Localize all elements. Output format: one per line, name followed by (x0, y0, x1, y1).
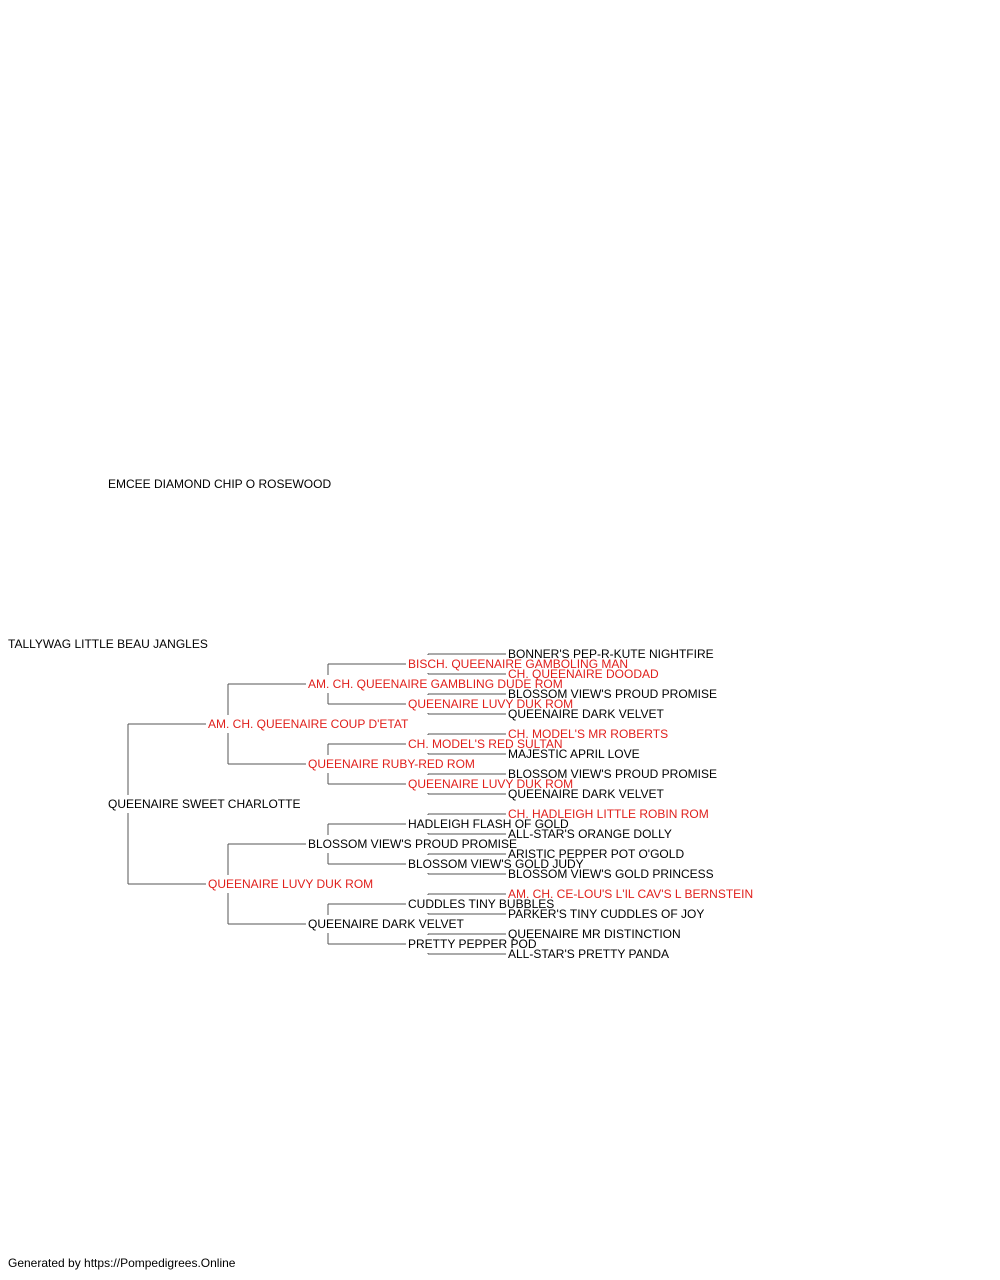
ancestor-name[interactable]: ALL-STAR'S PRETTY PANDA (508, 947, 669, 961)
subject-name[interactable]: TALLYWAG LITTLE BEAU JANGLES (8, 637, 208, 651)
ancestor-name[interactable]: QUEENAIRE LUVY DUK ROM (408, 777, 573, 791)
ancestor-name[interactable]: CH. MODEL'S MR ROBERTS (508, 727, 668, 741)
ancestor-name[interactable]: CH. QUEENAIRE DOODAD (508, 667, 659, 681)
ancestor-name[interactable]: QUEENAIRE DARK VELVET (308, 917, 464, 931)
ancestor-name[interactable]: QUEENAIRE DARK VELVET (508, 787, 664, 801)
ancestor-name[interactable]: CH. HADLEIGH LITTLE ROBIN ROM (508, 807, 709, 821)
ancestor-name[interactable]: QUEENAIRE SWEET CHARLOTTE (108, 797, 300, 811)
ancestor-name[interactable]: ARISTIC PEPPER POT O'GOLD (508, 847, 684, 861)
ancestor-name[interactable]: AM. CH. QUEENAIRE COUP D'ETAT (208, 717, 409, 731)
ancestor-name[interactable]: CH. MODEL'S RED SULTAN (408, 737, 563, 751)
ancestor-name[interactable]: QUEENAIRE MR DISTINCTION (508, 927, 681, 941)
ancestor-name[interactable]: QUEENAIRE LUVY DUK ROM (208, 877, 373, 891)
ancestor-name[interactable]: AM. CH. CE-LOU'S L'IL CAV'S L BERNSTEIN (508, 887, 753, 901)
ancestor-name[interactable]: BLOSSOM VIEW'S PROUD PROMISE (308, 837, 517, 851)
ancestor-name[interactable]: MAJESTIC APRIL LOVE (508, 747, 640, 761)
ancestor-name[interactable]: BISCH. QUEENAIRE GAMBOLING MAN (408, 657, 628, 671)
generated-by-footer: Generated by https://Pompedigrees.Online (8, 1256, 236, 1270)
ancestor-name[interactable]: PARKER'S TINY CUDDLES OF JOY (508, 907, 704, 921)
ancestor-name[interactable]: PRETTY PEPPER POD (408, 937, 537, 951)
ancestor-name[interactable]: QUEENAIRE RUBY-RED ROM (308, 757, 475, 771)
ancestor-name[interactable]: AM. CH. QUEENAIRE GAMBLING DUDE ROM (308, 677, 563, 691)
ancestor-name[interactable]: CUDDLES TINY BUBBLES (408, 897, 554, 911)
ancestor-name[interactable]: BLOSSOM VIEW'S GOLD PRINCESS (508, 867, 714, 881)
ancestor-name[interactable]: HADLEIGH FLASH OF GOLD (408, 817, 569, 831)
ancestor-name[interactable]: BLOSSOM VIEW'S PROUD PROMISE (508, 767, 717, 781)
ancestor-name[interactable]: EMCEE DIAMOND CHIP O ROSEWOOD (108, 477, 331, 491)
ancestor-name[interactable]: ALL-STAR'S ORANGE DOLLY (508, 827, 672, 841)
ancestor-name[interactable]: QUEENAIRE DARK VELVET (508, 707, 664, 721)
ancestor-name[interactable]: QUEENAIRE LUVY DUK ROM (408, 697, 573, 711)
ancestor-name[interactable]: BONNER'S PEP-R-KUTE NIGHTFIRE (508, 647, 714, 661)
ancestor-name[interactable]: BLOSSOM VIEW'S PROUD PROMISE (508, 687, 717, 701)
ancestor-name[interactable]: BLOSSOM VIEW'S GOLD JUDY (408, 857, 584, 871)
